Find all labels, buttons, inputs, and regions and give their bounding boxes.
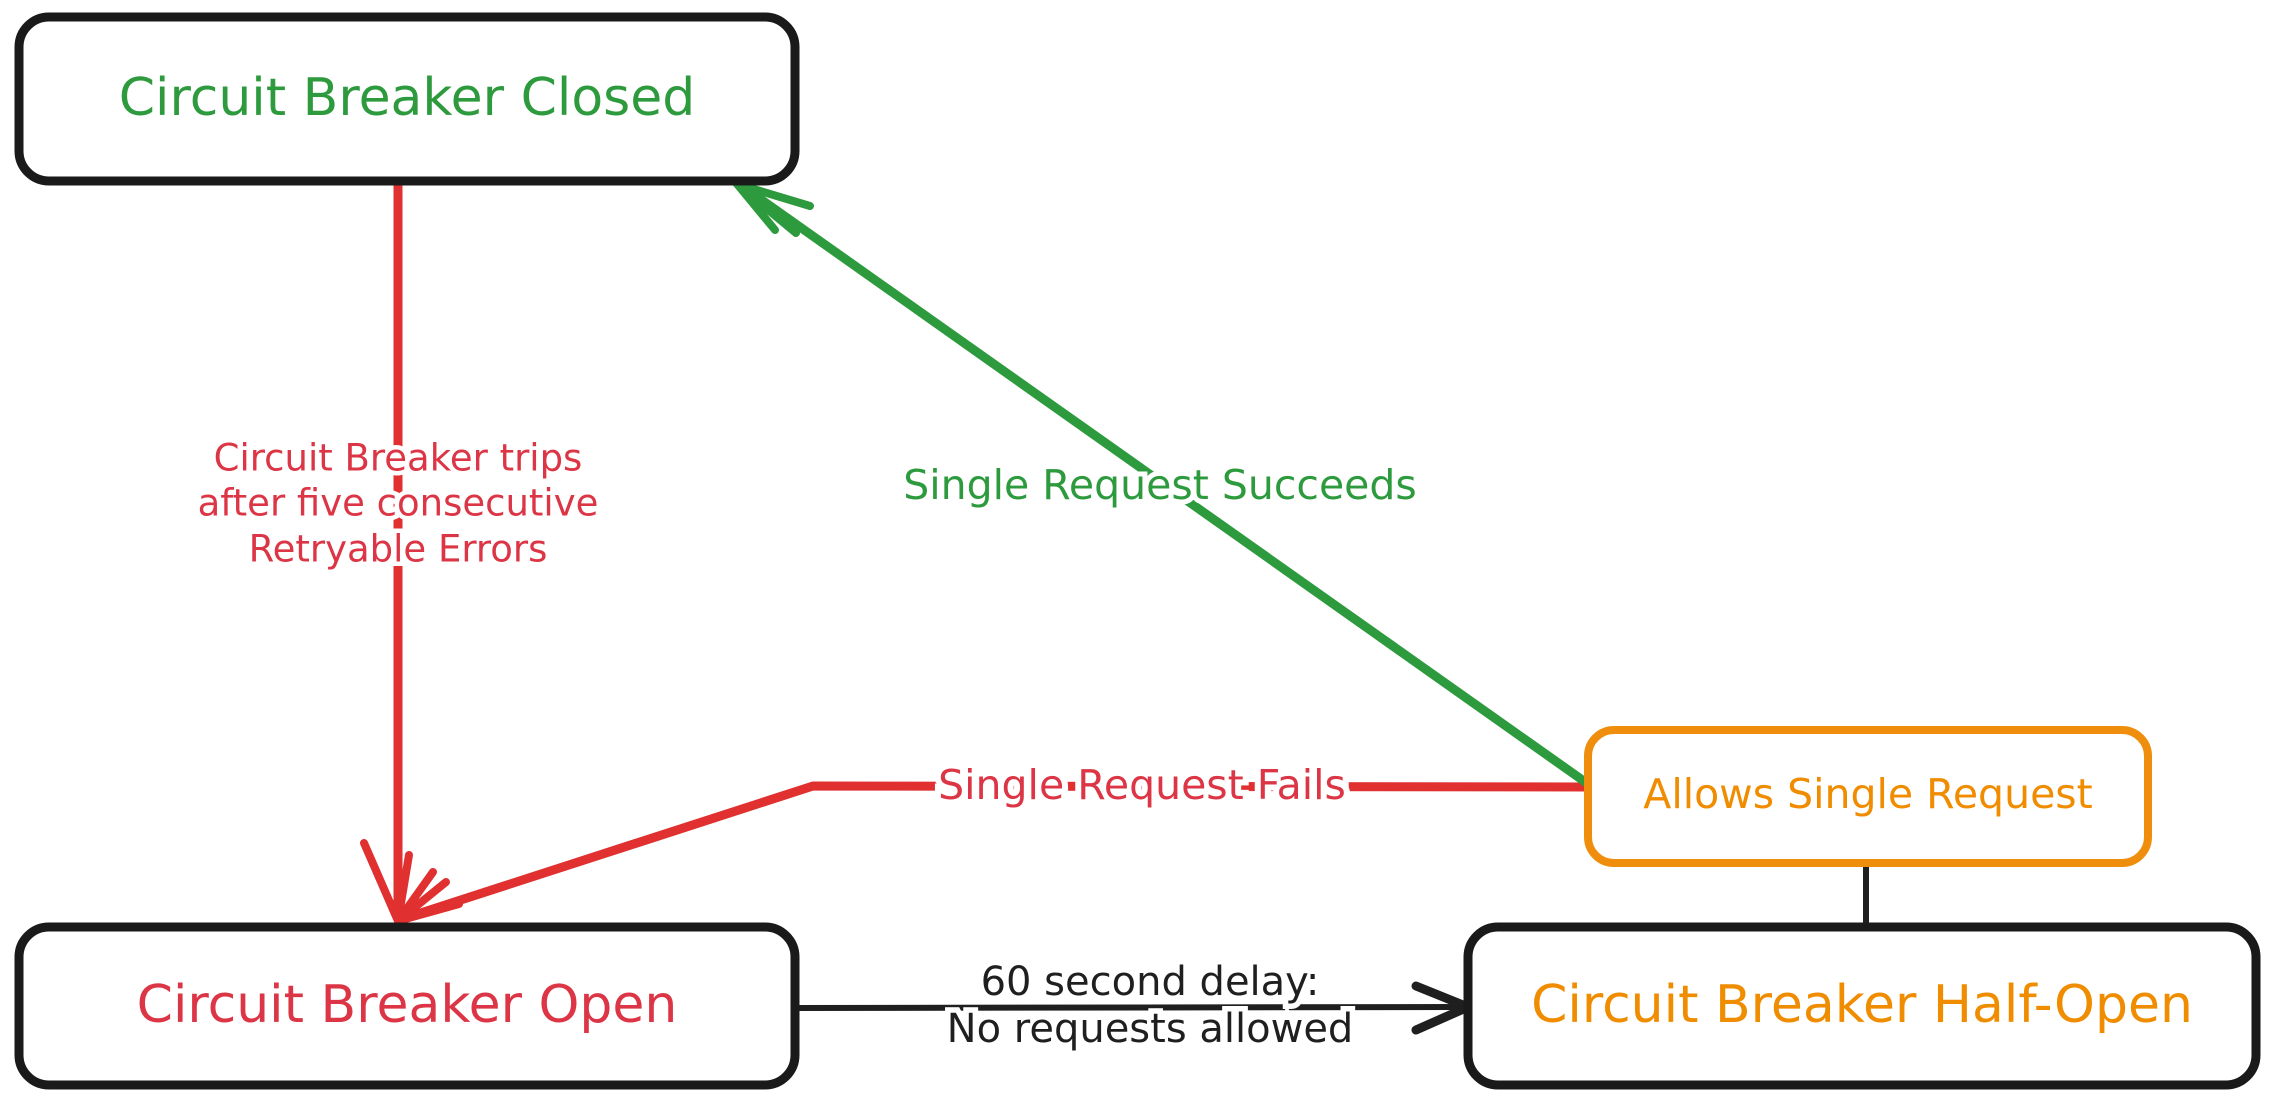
edge-label-line-1: Circuit Breaker trips xyxy=(214,437,583,480)
node-circuit-breaker-half-open[interactable]: Circuit Breaker Half-Open xyxy=(1463,922,2261,1090)
edge-label-allows-to-open: Single Request Fails xyxy=(932,755,1352,815)
node-allows-single-request[interactable]: Allows Single Request xyxy=(1584,726,2152,867)
node-open-shape[interactable] xyxy=(14,922,800,1090)
node-allows-single-label: Allows Single Request xyxy=(1643,770,2092,818)
node-open-label: Circuit Breaker Open xyxy=(137,975,678,1035)
edge-label-allows-to-closed: Single Request Succeeds xyxy=(898,456,1422,514)
node-allows-single-shape[interactable] xyxy=(1584,726,2152,867)
node-closed-shape[interactable] xyxy=(14,12,800,186)
edge-label-line-3: Retryable Errors xyxy=(249,528,548,571)
node-half-open-label: Circuit Breaker Half-Open xyxy=(1531,975,2193,1035)
edge-label-single-request-succeeds: Single Request Succeeds xyxy=(903,461,1417,509)
edge-label-closed-to-open: Circuit Breaker trips after five consecu… xyxy=(193,432,603,575)
edge-label-line-2: after five consecutive xyxy=(198,482,599,525)
edge-open-to-halfopen xyxy=(792,981,1473,1035)
node-half-open-shape[interactable] xyxy=(1463,922,2261,1090)
edge-label-delay-line-1: 60 second delay: xyxy=(981,959,1320,1005)
edge-label-delay-line-2: No requests allowed xyxy=(947,1006,1354,1052)
edge-allows-to-closed xyxy=(733,180,1593,789)
node-closed-label: Circuit Breaker Closed xyxy=(119,68,696,128)
node-circuit-breaker-open[interactable]: Circuit Breaker Open xyxy=(14,922,800,1090)
edge-allows-to-open xyxy=(394,781,1593,925)
node-circuit-breaker-closed[interactable]: Circuit Breaker Closed xyxy=(14,12,800,186)
edge-label-open-to-halfopen: 60 second delay: No requests allowed xyxy=(941,954,1359,1058)
edge-label-single-request-fails: Single Request Fails xyxy=(938,761,1346,809)
